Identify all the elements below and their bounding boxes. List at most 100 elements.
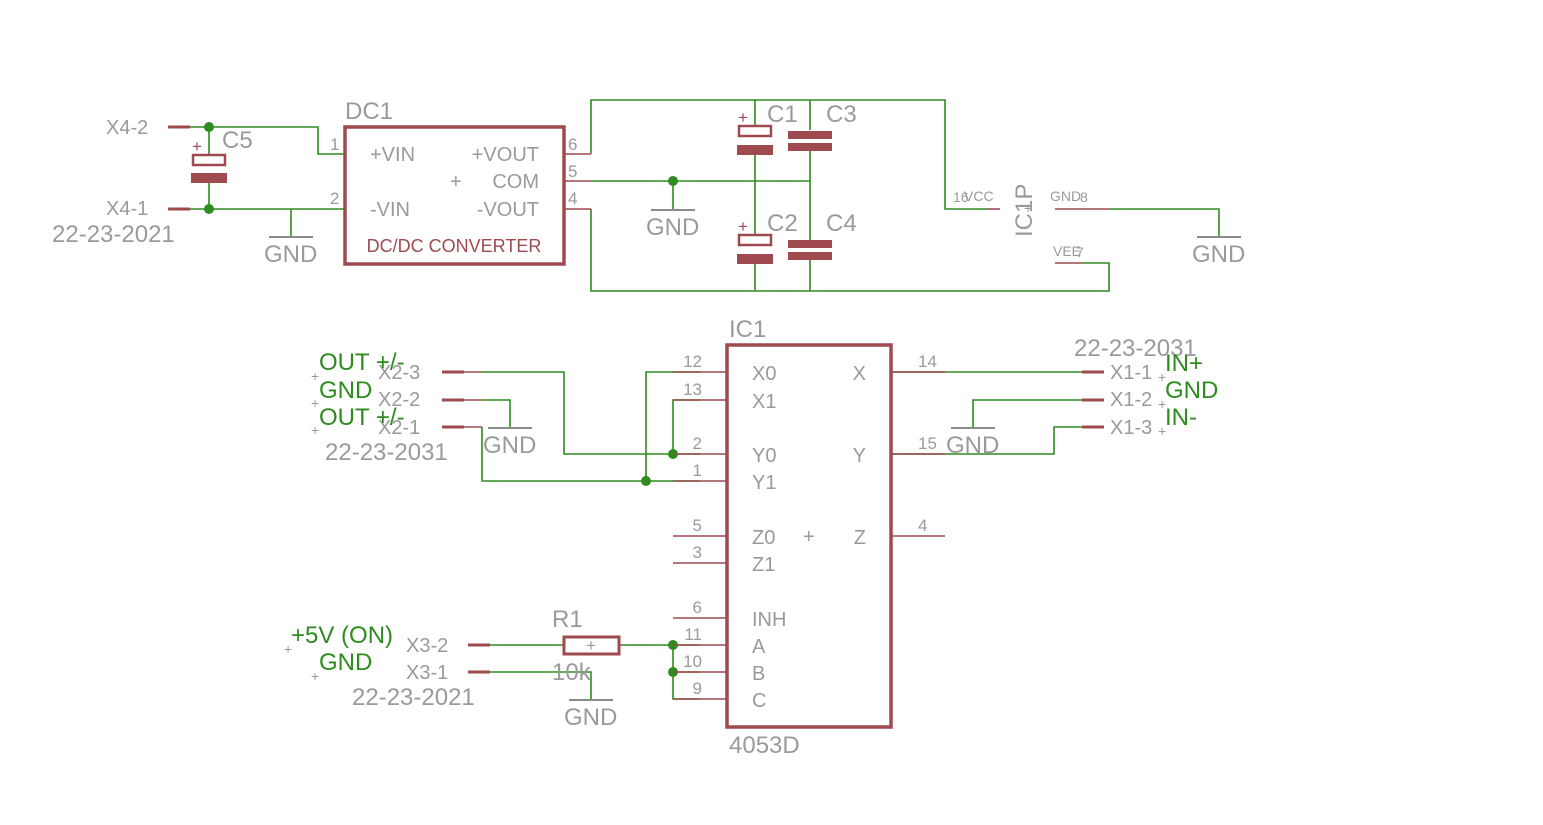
capacitor-plate-icon bbox=[788, 240, 832, 248]
ic1p-power: 16 VCC GND 8 VEE 7 IC1P + bbox=[953, 184, 1109, 264]
origin-cross-icon: + bbox=[1158, 396, 1166, 412]
ic1-pin-number: 15 bbox=[918, 434, 937, 453]
pin-label: COM bbox=[492, 171, 539, 193]
polarity-mark: + bbox=[192, 137, 202, 156]
connector-x4-part: 22-23-2021 bbox=[52, 221, 175, 248]
pin-number: 4 bbox=[568, 189, 577, 208]
gnd-label: GND bbox=[646, 214, 699, 241]
resistor-body-icon bbox=[562, 635, 621, 656]
gnd-label: GND bbox=[946, 432, 999, 459]
capacitor-c1: + C1 bbox=[737, 101, 798, 155]
ground-symbols: GND GND GND GND GND GND bbox=[264, 209, 1245, 731]
wire-vout-neg-vee bbox=[590, 209, 1110, 292]
junction-dot bbox=[641, 476, 651, 486]
capacitor-name: C5 bbox=[222, 127, 253, 154]
polarized-plate-icon bbox=[737, 233, 773, 247]
capacitor-plate-icon bbox=[788, 143, 832, 151]
ic1-pin-label: X bbox=[853, 363, 866, 385]
net-label-5v: +5V (ON) bbox=[291, 622, 393, 649]
capacitor-plate-icon bbox=[788, 252, 832, 260]
net-label-gnd: GND bbox=[319, 377, 372, 404]
ic1-pin-label: INH bbox=[752, 609, 786, 631]
ic1-pin-label: B bbox=[752, 663, 765, 685]
connector-x4-1-label: X4-1 bbox=[106, 198, 148, 220]
ic1p-pin-number: 16 bbox=[953, 189, 969, 205]
polarized-plate-icon bbox=[737, 124, 773, 138]
ic1-pin-label: X1 bbox=[752, 391, 776, 413]
ic1-pin-number: 10 bbox=[683, 652, 702, 671]
ic1-pin-number: 5 bbox=[693, 516, 702, 535]
ic1-pin-number: 12 bbox=[683, 352, 702, 371]
ic1-pin-number: 14 bbox=[918, 352, 937, 371]
ic1-pin-label: Y0 bbox=[752, 445, 776, 467]
net-label-gnd: GND bbox=[1165, 377, 1218, 404]
gnd-label: GND bbox=[264, 241, 317, 268]
net-labels: OUT +/- GND OUT +/- + + + IN+ GND IN- + … bbox=[284, 349, 1218, 684]
origin-cross-icon: + bbox=[450, 171, 462, 193]
ic1-pin-number: 3 bbox=[693, 543, 702, 562]
ic1p-vee-label: VEE bbox=[1053, 243, 1081, 259]
wire-x3-1-gnd bbox=[490, 671, 592, 700]
gnd-label: GND bbox=[483, 432, 536, 459]
connector-x2-part: 22-23-2031 bbox=[325, 439, 448, 466]
resistor-value: 10k bbox=[552, 659, 592, 686]
capacitor-name: C4 bbox=[826, 210, 857, 237]
connector-x3-part: 22-23-2021 bbox=[352, 684, 475, 711]
ic1p-name: IC1P bbox=[1011, 184, 1038, 237]
junction-dot bbox=[204, 122, 214, 132]
polarity-mark: + bbox=[738, 217, 748, 236]
pin-number: 5 bbox=[568, 162, 577, 181]
resistor-r1: + R1 10k bbox=[552, 606, 621, 686]
origin-cross-icon: + bbox=[311, 368, 319, 384]
pin-number: 6 bbox=[568, 135, 577, 154]
pin-number: 1 bbox=[330, 135, 339, 154]
ic1-pin-number: 9 bbox=[693, 679, 702, 698]
wire-x2-3-y0 bbox=[482, 371, 700, 455]
dc-dc-converter: DC1 1 2 6 5 4 +VIN -VIN +VOUT COM -VOUT … bbox=[330, 98, 591, 266]
connector-labels: X4-2 X4-1 22-23-2021 X2-3 X2-2 X2-1 22-2… bbox=[52, 117, 1197, 711]
converter-value: DC/DC CONVERTER bbox=[367, 236, 542, 256]
wire-x2-1-y1 bbox=[481, 427, 700, 482]
connector-x1-1-label: X1-1 bbox=[1110, 362, 1152, 384]
connector-x3-2-label: X3-2 bbox=[406, 635, 448, 657]
ic1-pin-label: Y bbox=[853, 445, 866, 467]
connector-x1-2-label: X1-2 bbox=[1110, 389, 1152, 411]
junctions bbox=[204, 122, 678, 677]
net-label-gnd: GND bbox=[319, 649, 372, 676]
capacitor-plate-icon bbox=[737, 254, 773, 264]
net-label-in-neg: IN- bbox=[1165, 404, 1197, 431]
ic1-pin-label: Z1 bbox=[752, 554, 775, 576]
ic1-pin-label: Y1 bbox=[752, 472, 776, 494]
net-label-in-pos: IN+ bbox=[1165, 350, 1203, 377]
connector-x3-1-label: X3-1 bbox=[406, 662, 448, 684]
ic1-pin-label: A bbox=[752, 636, 766, 658]
ic1-pin-number: 13 bbox=[683, 380, 702, 399]
ic1-pin-label: C bbox=[752, 690, 766, 712]
gnd-label: GND bbox=[1192, 241, 1245, 268]
connector-x2-3-label: X2-3 bbox=[378, 362, 420, 384]
connector-x1-part: 22-23-2031 bbox=[1074, 335, 1197, 362]
converter-name: DC1 bbox=[345, 98, 393, 125]
ic1-pin-label: Z0 bbox=[752, 527, 775, 549]
capacitor-c4: C4 bbox=[788, 210, 857, 260]
ic1p-gnd-label: GND bbox=[1050, 188, 1081, 204]
origin-cross-icon: + bbox=[1158, 369, 1166, 385]
wire-ic1p-gnd bbox=[1109, 208, 1220, 237]
ic1-pin-number: 2 bbox=[693, 434, 702, 453]
ic1p-pin-number: 7 bbox=[1076, 244, 1084, 260]
net-label-out: OUT +/- bbox=[319, 349, 405, 376]
origin-cross-icon: + bbox=[586, 636, 596, 655]
origin-cross-icon: + bbox=[311, 422, 319, 438]
pin-label: -VIN bbox=[370, 199, 410, 221]
ic1-pin-number: 6 bbox=[693, 598, 702, 617]
capacitor-plate-icon bbox=[191, 173, 227, 183]
junction-dot bbox=[204, 204, 214, 214]
origin-cross-icon: + bbox=[284, 641, 292, 657]
pin-label: -VOUT bbox=[477, 199, 539, 221]
ic1-pin-label: Z bbox=[854, 527, 866, 549]
pin-label: +VOUT bbox=[472, 144, 539, 166]
wire-vout-pos-vcc bbox=[590, 99, 988, 210]
converter-body bbox=[343, 125, 566, 266]
capacitor-c3: C3 bbox=[788, 101, 857, 151]
